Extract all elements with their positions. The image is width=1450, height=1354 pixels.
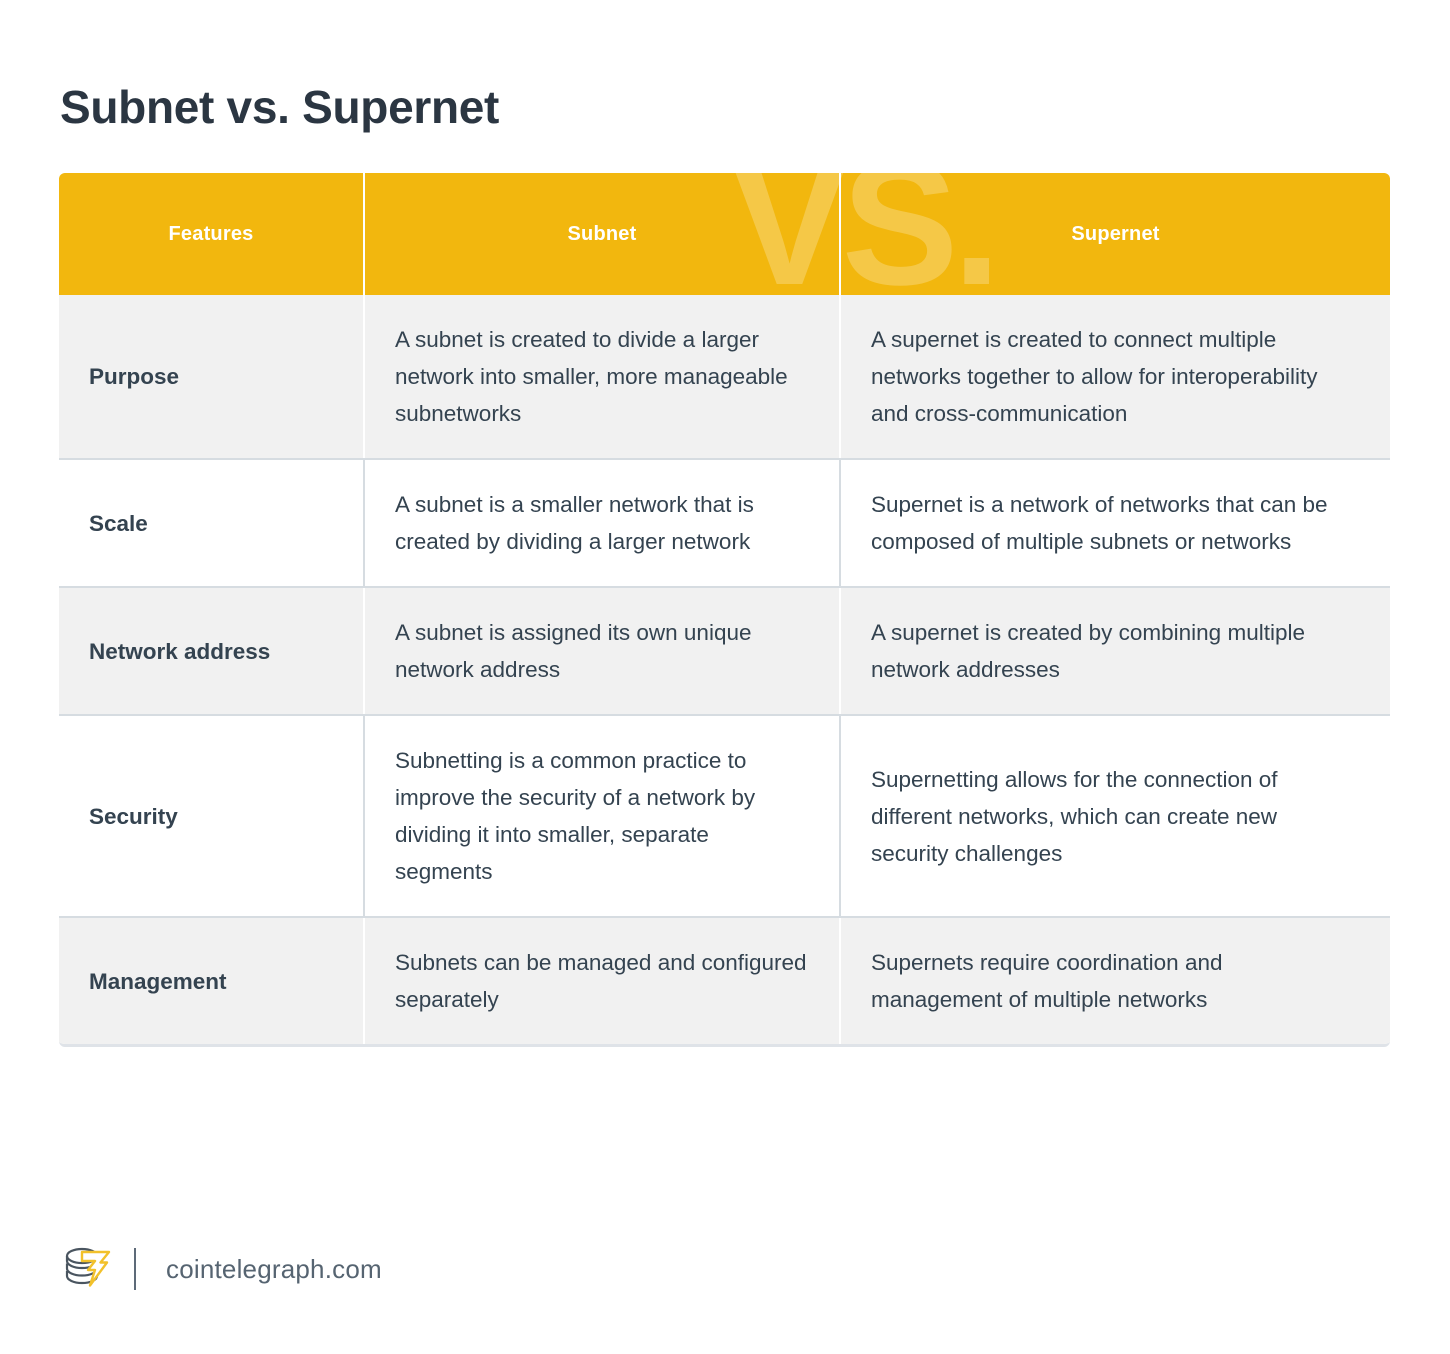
footer-url: cointelegraph.com	[166, 1253, 382, 1284]
comparison-table-container: VS. Features Subnet Supernet	[59, 173, 1390, 1047]
column-header-supernet-label: Supernet	[1071, 222, 1160, 245]
feature-label: Management	[59, 917, 365, 1044]
column-header-features-label: Features	[168, 222, 254, 245]
supernet-description: Supernetting allows for the connection o…	[840, 715, 1390, 918]
feature-label: Purpose	[59, 295, 365, 460]
table-row: Management Subnets can be managed and co…	[59, 917, 1390, 1044]
comparison-table: Features Subnet Supernet Purpose A subne…	[59, 173, 1390, 1044]
column-header-features: Features	[59, 173, 365, 295]
subnet-description: Subnetting is a common practice to impro…	[364, 715, 841, 918]
supernet-description: Supernet is a network of networks that c…	[840, 459, 1390, 588]
column-header-supernet: Supernet	[840, 173, 1390, 295]
supernet-description: Supernets require coordination and manag…	[840, 917, 1390, 1044]
subnet-description: Subnets can be managed and configured se…	[364, 917, 841, 1044]
cointelegraph-logo-icon	[65, 1247, 111, 1287]
column-header-subnet-label: Subnet	[567, 222, 637, 245]
column-header-subnet: Subnet	[364, 173, 841, 295]
feature-label: Scale	[59, 459, 365, 588]
footer: cointelegraph.com	[60, 1242, 382, 1296]
feature-label: Security	[59, 715, 365, 918]
table-row: Purpose A subnet is created to divide a …	[59, 295, 1390, 460]
subnet-description: A subnet is a smaller network that is cr…	[364, 459, 841, 588]
table-header-row: Features Subnet Supernet	[59, 173, 1390, 295]
table-header: Features Subnet Supernet	[59, 173, 1390, 295]
table-row: Security Subnetting is a common practice…	[59, 715, 1390, 918]
table-body: Purpose A subnet is created to divide a …	[59, 295, 1390, 1044]
feature-label: Network address	[59, 587, 365, 716]
table-row: Scale A subnet is a smaller network that…	[59, 459, 1390, 588]
subnet-description: A subnet is created to divide a larger n…	[364, 295, 841, 460]
table-row: Network address A subnet is assigned its…	[59, 587, 1390, 716]
subnet-description: A subnet is assigned its own unique netw…	[364, 587, 841, 716]
supernet-description: A supernet is created to connect multipl…	[840, 295, 1390, 460]
footer-divider	[134, 1248, 136, 1290]
supernet-description: A supernet is created by combining multi…	[840, 587, 1390, 716]
page-title: Subnet vs. Supernet	[60, 80, 500, 133]
